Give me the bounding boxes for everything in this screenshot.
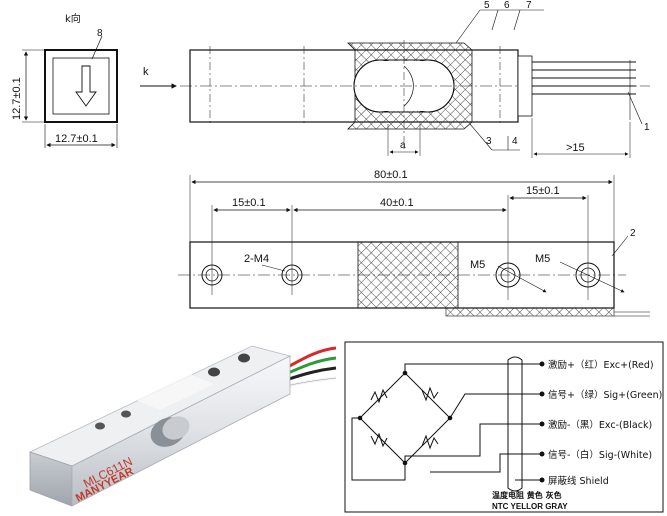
side-view: k 5 6 7 — [140, 0, 650, 158]
wiring-frame — [344, 341, 664, 513]
wire-exc-plus-label: 激励+（红）Exc+(Red) — [548, 359, 654, 371]
width-dimension: 12.7±0.1 — [55, 133, 98, 145]
direction-label: k向 — [65, 12, 81, 25]
part-number-1: 1 — [644, 122, 650, 133]
part-number-5: 5 — [484, 0, 490, 11]
ntc-label-en: NTC YELLOR GRAY — [492, 502, 568, 511]
wire-exc-minus-label: 激励-（黑）Exc-(Black) — [548, 419, 652, 431]
right-thread-callout-b: M5 — [535, 253, 550, 265]
part-number-2: 2 — [630, 228, 636, 239]
wire-sig-plus-label: 信号+（绿）Sig+(Green) — [548, 389, 662, 401]
part-number-6: 6 — [504, 0, 510, 11]
end-view-inner — [52, 57, 110, 115]
left-pitch-dimension: 15±0.1 — [232, 197, 266, 209]
right-thread-callout-a: M5 — [470, 259, 485, 271]
down-arrow-icon — [75, 65, 97, 107]
part-number-4: 4 — [512, 136, 518, 147]
front-view: 80±0.1 15±0.1 40±0.1 15±0.1 2-M4 M5 M5 2 — [178, 169, 650, 317]
end-view: k向 8 12.7±0.1 12.7±0.1 — [11, 12, 118, 148]
wheatstone-bridge — [351, 363, 540, 481]
right-pitch-dimension: 15±0.1 — [526, 185, 560, 197]
cable-length-dimension: >15 — [566, 142, 585, 154]
wire-sig-minus-label: 信号-（白）Sig-(White) — [548, 449, 652, 461]
cable-sheath — [507, 356, 523, 492]
part-number-3: 3 — [486, 136, 492, 147]
part-number-7: 7 — [526, 0, 532, 11]
height-dimension: 12.7±0.1 — [11, 77, 23, 120]
hole-dimension-a: a — [400, 140, 406, 151]
wiring-diagram: 激励+（红）Exc+(Red) 信号+（绿）Sig+(Green) 激励-（黑）… — [344, 341, 664, 513]
view-arrow-k: k — [143, 66, 149, 78]
left-thread-callout: 2-M4 — [244, 253, 269, 265]
part-number-8: 8 — [97, 28, 103, 39]
product-photo: MLC611N MANYYEAR — [8, 334, 338, 510]
center-spacing-dimension: 40±0.1 — [380, 197, 414, 209]
overall-length-dimension: 80±0.1 — [374, 169, 408, 181]
wire-shield-label: 屏蔽线 Shield — [548, 475, 609, 487]
ntc-label-cn: 温度电阻 黄色 灰色 — [492, 490, 562, 500]
